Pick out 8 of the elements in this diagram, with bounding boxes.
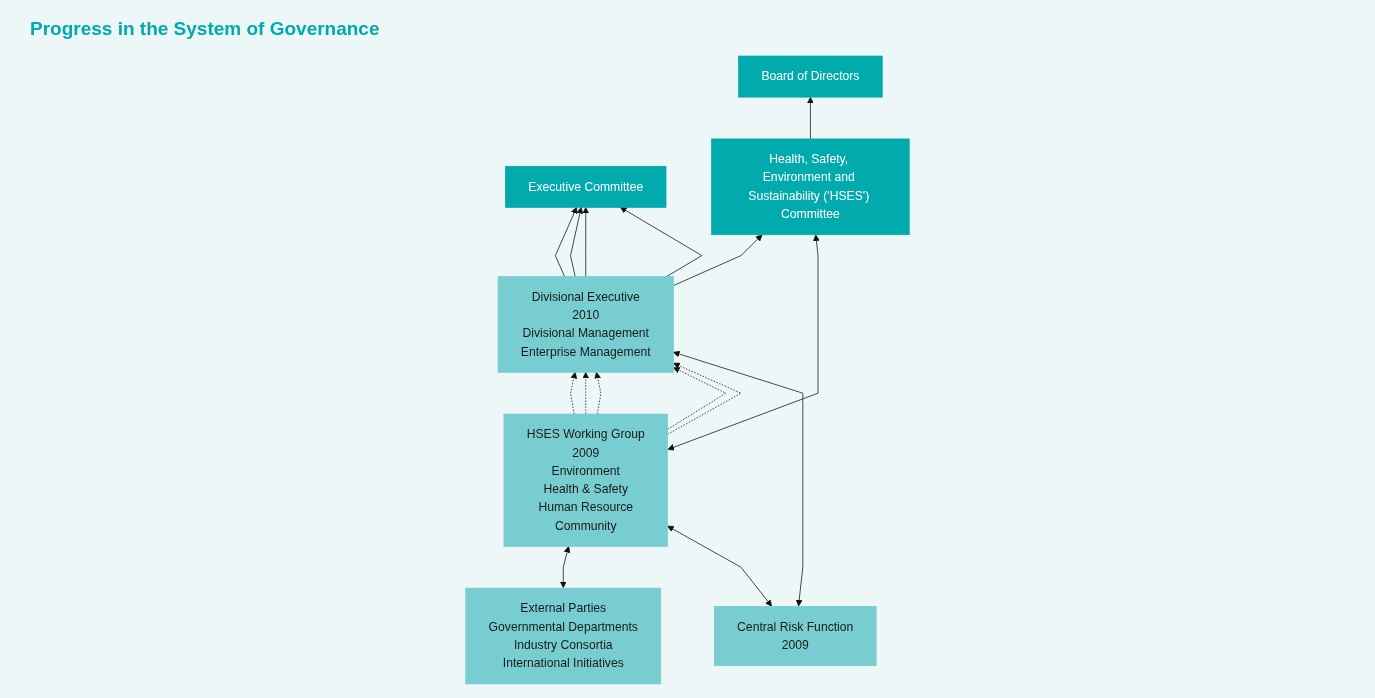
node-box: Executive Committee <box>505 165 667 208</box>
node-box: Divisional Executive 2010 Divisional Management Enterprise Management <box>497 276 674 373</box>
node-box: External Parties Governmental Departments Industry Consortia International Initiatives <box>465 587 662 685</box>
node-box: HSES Working Group 2009 Environment Health & Safety Human Resource Community <box>503 413 668 547</box>
node-box: Central Risk Function 2009 <box>713 606 877 667</box>
node-box: Board of Directors <box>738 55 883 98</box>
node-box: Health, Safety, Environment and Sustainability ('HSES') Committee <box>711 138 910 236</box>
diagram-title: Progress in the System of Governance <box>30 18 380 40</box>
